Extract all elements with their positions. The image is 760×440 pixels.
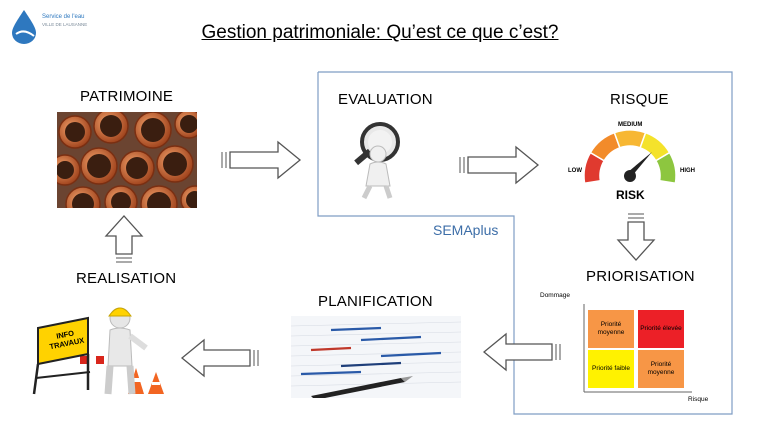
step-planification-label: PLANIFICATION [318,293,433,310]
evaluation-image [336,112,416,200]
worker-image: INFO TRAVAUX [30,298,170,400]
step-patrimoine-label: PATRIMOINE [80,88,174,105]
arrow-left-icon [482,332,561,372]
step-risque-label: RISQUE [610,91,669,108]
matrix-cell-top-left: Priorité moyenne [588,310,634,348]
arrow-right-icon [459,145,540,185]
gauge-risk-label: RISK [616,188,645,202]
step-priorisation-label: PRIORISATION [586,268,695,285]
semaplus-label: SEMAplus [433,222,499,238]
pipes-image [57,112,197,208]
gauge-low-label: LOW [568,168,582,174]
arrow-right-icon [221,140,302,180]
matrix-cell-bottom-right: Priorité moyenne [638,350,684,388]
planning-image [291,316,461,398]
arrow-up-icon [104,215,144,263]
matrix-y-axis-label: Dommage [540,292,570,299]
matrix-cell-top-right: Priorité élevée [638,310,684,348]
logo-name: Service de l'eau [42,14,85,20]
water-drop-icon [12,10,36,44]
priority-matrix: Dommage Priorité moyenne Priorité élevée… [540,292,710,408]
arrow-left-icon [180,338,259,378]
matrix-x-axis-label: Risque [688,396,709,403]
logo-city: VILLE DE LAUSANNE [42,22,88,27]
matrix-cell-bottom-left: Priorité faible [588,350,634,388]
arrow-down-icon [616,213,656,261]
gauge-high-label: HIGH [680,168,695,174]
step-evaluation-label: EVALUATION [338,91,433,108]
gauge-medium-label: MEDIUM [618,122,643,128]
risk-gauge: LOW MEDIUM HIGH RISK [566,118,696,210]
logo [6,8,42,44]
step-realisation-label: REALISATION [76,270,177,287]
page-title: Gestion patrimoniale: Qu’est ce que c’es… [201,22,559,43]
gauge-segment [654,151,677,185]
